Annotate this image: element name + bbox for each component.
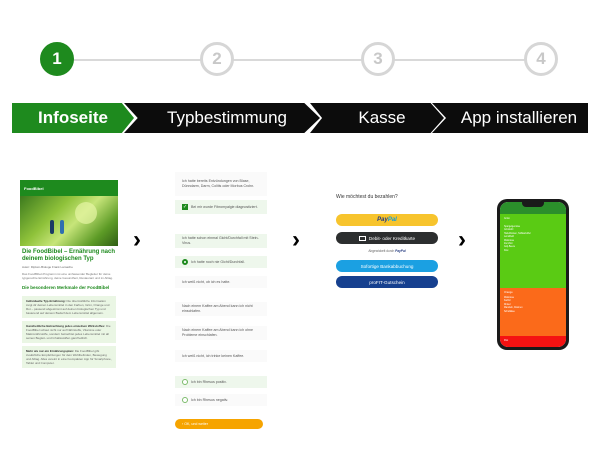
brand-logo: FoodBibel	[20, 180, 118, 196]
green-food-list: Spargelgemüse Grünkohl Haferflocken, Süß…	[504, 226, 531, 252]
feature-item: Individuelle Typ-Ernährung: Die übermäßl…	[22, 296, 116, 318]
quiz-option[interactable]: Ich weiß nicht, ob ich es hatte.	[175, 276, 267, 288]
quiz-option[interactable]: Ich hatte noch nie Gicht/Durchfall.	[175, 256, 267, 268]
quiz-option[interactable]: ✓ Bei mir wurde Fibromyalgie diagnostizi…	[175, 200, 267, 214]
feature-item: Ganzheitliche Betrachtung jedes einzelne…	[22, 321, 116, 343]
runner-figure	[50, 220, 54, 234]
radio-icon[interactable]	[182, 379, 188, 385]
author-line: Autor: Diplom-Biologe Frank Lamache	[22, 265, 73, 269]
red-food-section: Rot	[500, 336, 566, 347]
chevron-right-icon: ›	[292, 226, 300, 253]
progress-stepper: 1 2 3 4	[0, 40, 600, 80]
radio-icon[interactable]	[182, 397, 188, 403]
card-payment-button[interactable]: Debit- oder Kreditkarte	[336, 232, 438, 244]
next-button[interactable]: › OK, und weiter	[175, 419, 263, 429]
features-heading: Die besonderen Merkmale der FoodBibel	[22, 285, 110, 290]
hero-image	[20, 196, 118, 246]
step-3[interactable]: 3	[361, 42, 395, 76]
tab-infoseite[interactable]: Infoseite	[12, 103, 134, 133]
quiz-option[interactable]: Ich bin Rhesus negativ.	[175, 394, 267, 406]
red-label: Rot	[504, 339, 509, 342]
quiz-option[interactable]: Ich weiß nicht, ich trinke keinen Kaffee…	[175, 350, 267, 362]
radio-selected-icon[interactable]	[182, 259, 188, 265]
tab-typbestimmung[interactable]: Typbestimmung	[124, 103, 320, 133]
step-2[interactable]: 2	[200, 42, 234, 76]
page-title: Die FoodBibel – Ernährung nach deinem bi…	[22, 249, 116, 262]
step-4[interactable]: 4	[524, 42, 558, 76]
runner-figure	[60, 220, 64, 234]
step-1[interactable]: 1	[40, 42, 74, 76]
tab-kasse[interactable]: Kasse	[310, 103, 444, 133]
chevron-right-icon: ›	[458, 226, 466, 253]
chevron-right-icon: ›	[133, 226, 141, 253]
stepper-line	[57, 59, 541, 61]
quiz-option[interactable]: Ich hatte bereits Entzündungen von Blase…	[175, 172, 267, 196]
voucher-button[interactable]: proFIT-Gutschein	[336, 276, 438, 288]
checkbox-checked-icon[interactable]: ✓	[182, 204, 188, 210]
type-quiz-preview: Ich hatte bereits Entzündungen von Blase…	[175, 172, 267, 432]
phone-mockup: Grün Spargelgemüse Grünkohl Haferflocken…	[497, 199, 569, 350]
app-screen: Grün Spargelgemüse Grünkohl Haferflocken…	[500, 202, 566, 347]
tab-app-installieren[interactable]: App installieren	[432, 103, 588, 133]
green-label: Grün	[504, 217, 510, 220]
powered-by-label: Abgewickelt durch PayPal	[368, 249, 406, 253]
orange-food-section: Orange Walnüsse Karfiol Dinkel Mandeln, …	[500, 288, 566, 340]
info-page-preview: FoodBibel Die FoodBibel – Ernährung nach…	[20, 180, 118, 412]
quiz-option[interactable]: Ich bin Rhesus positiv.	[175, 376, 267, 388]
payment-question: Wie möchtest du bezahlen?	[336, 194, 398, 200]
quiz-option[interactable]: Ich hatte schon einmal Gicht/Durchfall m…	[175, 234, 267, 248]
step-tabs: Infoseite Typbestimmung Kasse App instal…	[12, 103, 588, 133]
intro-text: Das FoodBibel-Programm ist eine umfassen…	[22, 272, 113, 280]
quiz-option[interactable]: Nach einem Kaffee am Abend kann ich nich…	[175, 302, 267, 316]
orange-label: Orange	[504, 291, 513, 294]
credit-card-icon	[358, 235, 366, 241]
green-food-section: Grün Spargelgemüse Grünkohl Haferflocken…	[500, 214, 566, 300]
orange-food-list: Walnüsse Karfiol Dinkel Mandeln, Rosinen…	[504, 297, 523, 313]
bank-transfer-button[interactable]: Sofortige Bankabbuchung	[336, 260, 438, 272]
quiz-option[interactable]: Nach einem Kaffee am Abend kann ich ohne…	[175, 326, 267, 340]
feature-item: Mehr als nur ein Ernährungsplan: Die Foo…	[22, 346, 116, 368]
